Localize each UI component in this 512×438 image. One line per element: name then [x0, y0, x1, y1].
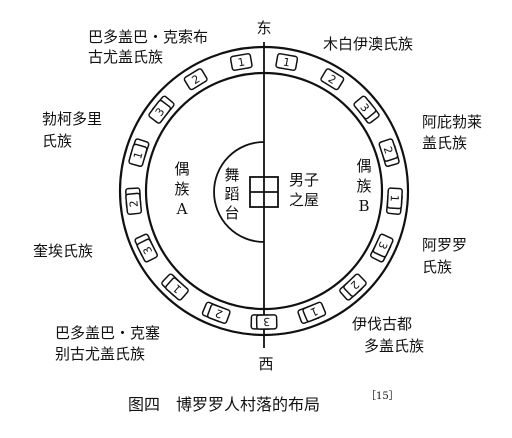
house-box-right-2: 2 [320, 68, 345, 91]
svg-text:巴多盖巴・克索布: 巴多盖巴・克索布 [88, 28, 208, 46]
svg-text:1: 1 [131, 150, 145, 160]
svg-text:木白伊澳氏族: 木白伊澳氏族 [323, 35, 413, 53]
svg-text:阿罗罗: 阿罗罗 [422, 236, 467, 254]
clan-label-6: 阿罗罗 氏族 [422, 236, 467, 276]
svg-text:族: 族 [174, 180, 189, 198]
house-box-left-6: 3 [136, 238, 158, 263]
clan-label-8: 伊伐古都 多盖氏族 [352, 315, 424, 355]
plaza-label: 舞 蹈 台 [224, 166, 239, 222]
clan-label-5: 奎埃氏族 [33, 242, 93, 260]
svg-text:巴多盖巴・克塞: 巴多盖巴・克塞 [55, 324, 160, 342]
svg-text:2: 2 [127, 200, 141, 208]
svg-text:盖氏族: 盖氏族 [422, 134, 467, 152]
house-box-left-11: 2 [343, 273, 367, 297]
clan-label-4: 阿庇勃莱 盖氏族 [422, 113, 482, 152]
svg-text:阿庇勃莱: 阿庇勃莱 [422, 113, 482, 131]
house-box-left-4: 1 [128, 143, 148, 167]
svg-text:3: 3 [375, 239, 390, 251]
svg-text:多盖氏族: 多盖氏族 [364, 337, 424, 355]
house-box-left-2: 2 [183, 68, 208, 91]
house-box-left-5: 2 [125, 192, 143, 215]
svg-text:奎埃氏族: 奎埃氏族 [33, 242, 93, 260]
moiety-a-label: 偶 族 A [174, 160, 189, 218]
svg-text:2: 2 [213, 306, 224, 321]
house-box-left-12: 3 [372, 233, 394, 258]
svg-text:B: B [358, 197, 369, 215]
house-box-left-10: 1 [302, 301, 327, 323]
svg-text:1: 1 [308, 304, 319, 319]
house-box-left-7: 1 [165, 277, 189, 301]
mens-house-grid [249, 176, 279, 208]
svg-text:2: 2 [381, 145, 396, 156]
svg-text:之屋: 之屋 [289, 191, 319, 209]
svg-text:舞: 舞 [224, 166, 239, 184]
mens-house-label: 男子 之屋 [289, 171, 319, 209]
house-box-left-8: 2 [206, 303, 231, 324]
house-box-left-3: 3 [148, 99, 172, 124]
svg-text:伊伐古都: 伊伐古都 [352, 315, 412, 333]
svg-text:1: 1 [237, 55, 246, 69]
svg-text:偶: 偶 [174, 160, 189, 178]
direction-west: 西 [258, 355, 273, 373]
svg-text:族: 族 [356, 177, 371, 195]
house-box-left-13: 1 [386, 187, 403, 210]
svg-text:1: 1 [388, 194, 401, 202]
svg-text:氏族: 氏族 [42, 132, 72, 150]
dance-plaza [213, 141, 265, 243]
clan-houses: 123123123123123123123123123123 [125, 53, 403, 330]
direction-east: 东 [256, 19, 271, 37]
house-box-right-1: 1 [275, 53, 299, 71]
clan-label-3: 勃柯多里 氏族 [42, 110, 102, 150]
svg-text:3: 3 [263, 315, 270, 328]
svg-text:男子: 男子 [289, 171, 319, 189]
svg-text:A: A [176, 200, 188, 218]
clan-label-2: 木白伊澳氏族 [323, 35, 413, 53]
house-box-left-1: 1 [229, 53, 253, 71]
svg-text:偶: 偶 [356, 157, 371, 175]
svg-text:1: 1 [282, 55, 291, 69]
svg-text:古尤盖氏族: 古尤盖氏族 [88, 48, 163, 66]
figure-caption: 图四 博罗罗人村落的布局 [128, 395, 320, 414]
svg-text:蹈: 蹈 [224, 185, 239, 203]
clan-label-7: 巴多盖巴・克塞 别古尤盖氏族 [55, 324, 160, 363]
svg-text:台: 台 [224, 204, 239, 222]
svg-text:别古尤盖氏族: 别古尤盖氏族 [55, 345, 145, 363]
house-box-left-9: 3 [255, 314, 278, 330]
svg-text:勃柯多里: 勃柯多里 [42, 110, 102, 128]
house-box-left-15: 3 [353, 95, 377, 120]
moiety-b-label: 偶 族 B [356, 157, 371, 215]
figure-caption-ref: ［15］ [366, 390, 399, 402]
svg-text:氏族: 氏族 [422, 258, 452, 276]
clan-label-1: 巴多盖巴・克索布 古尤盖氏族 [88, 28, 208, 66]
house-box-left-14: 2 [378, 138, 399, 162]
